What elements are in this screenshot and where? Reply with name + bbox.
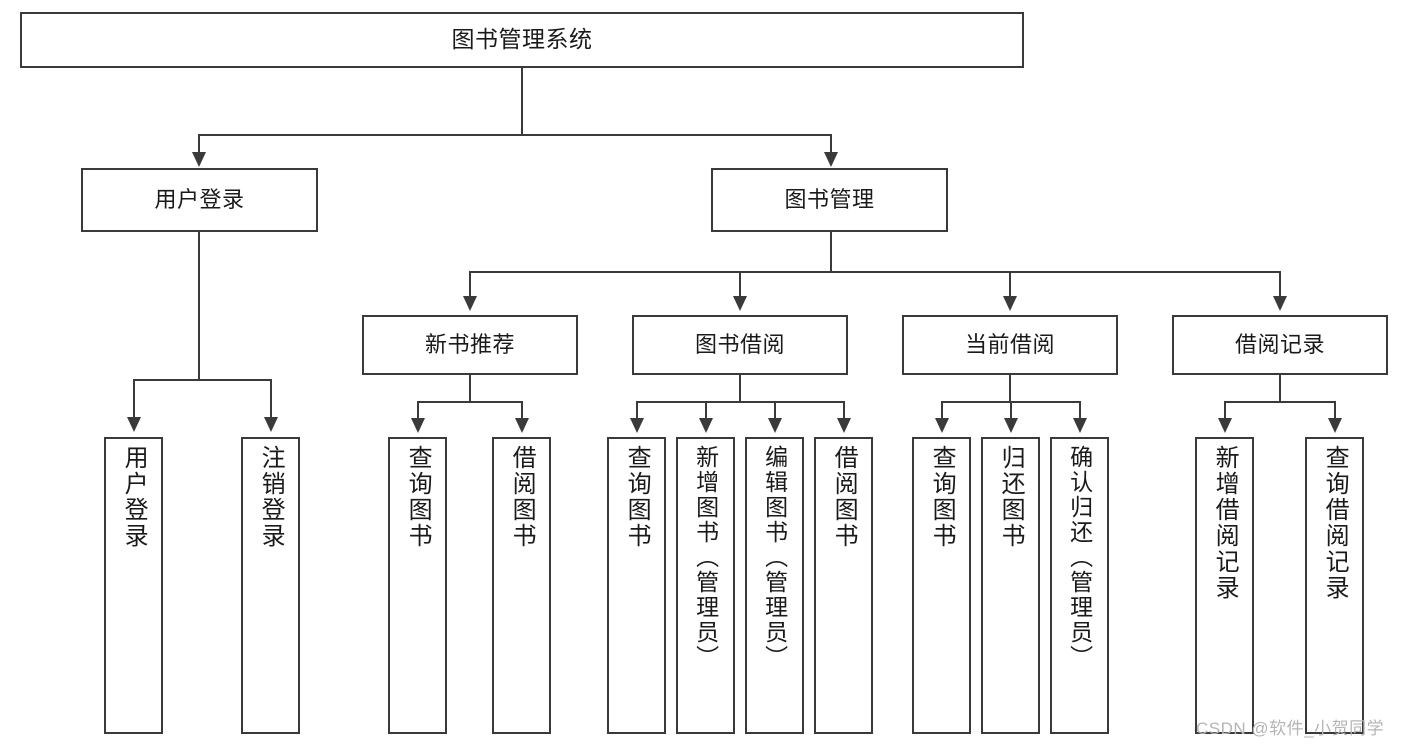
node-new-book-recommend-label: 新书推荐 xyxy=(424,332,515,358)
arrow-bb-borrow-book xyxy=(837,418,851,433)
arrow-nb-borrow-book xyxy=(515,418,529,433)
leaf-cb-confirm-return[interactable]: 确认归还（管理员） xyxy=(1050,437,1109,734)
edge-root-trunk xyxy=(521,68,523,135)
edge-currentborrow-c1 xyxy=(941,401,943,420)
node-user-login-label: 用户登录 xyxy=(154,187,245,213)
leaf-nb-borrow-book-label: 借阅图书 xyxy=(508,445,536,549)
leaf-logout-label: 注销登录 xyxy=(257,445,285,549)
edge-bookborrow-c4 xyxy=(843,401,845,420)
edge-bookmgmt-bus xyxy=(469,271,1281,273)
leaf-cb-query-book[interactable]: 查询图书 xyxy=(912,437,971,734)
leaf-cb-confirm-return-label: 确认归还（管理员） xyxy=(1066,445,1093,670)
edge-userlogin-trunk xyxy=(198,232,200,380)
edge-newbook-bus xyxy=(417,401,522,403)
edge-bookborrow-bus xyxy=(636,401,844,403)
edge-bookmgmt-c3 xyxy=(1009,271,1011,297)
edge-borrowrecord-c1 xyxy=(1224,401,1226,420)
edge-root-bus xyxy=(198,134,832,136)
leaf-br-query-record-label: 查询借阅记录 xyxy=(1321,445,1349,601)
node-book-borrow-label: 图书借阅 xyxy=(694,332,785,358)
leaf-nb-query-book[interactable]: 查询图书 xyxy=(388,437,447,734)
edge-bookborrow-c2 xyxy=(705,401,707,420)
leaf-br-add-record-label: 新增借阅记录 xyxy=(1211,445,1239,601)
edge-currentborrow-c2 xyxy=(1010,401,1012,420)
leaf-cb-return-book-label: 归还图书 xyxy=(997,445,1025,549)
leaf-cb-query-book-label: 查询图书 xyxy=(928,445,956,549)
arrow-bb-add-book xyxy=(699,418,713,433)
arrow-bb-query-book xyxy=(630,418,644,433)
node-book-management-label: 图书管理 xyxy=(784,187,875,213)
edge-bookborrow-c3 xyxy=(774,401,776,420)
node-book-borrow[interactable]: 图书借阅 xyxy=(632,315,848,375)
edge-borrowrecord-c2 xyxy=(1334,401,1336,420)
edge-currentborrow-trunk xyxy=(1009,375,1011,402)
edge-root-to-user-login xyxy=(198,134,200,154)
leaf-br-add-record[interactable]: 新增借阅记录 xyxy=(1195,437,1254,734)
leaf-bb-borrow-book-label: 借阅图书 xyxy=(830,445,858,549)
arrow-cb-confirm-return xyxy=(1073,418,1087,433)
edge-currentborrow-c3 xyxy=(1079,401,1081,420)
arrow-cb-query-book xyxy=(935,418,949,433)
edge-userlogin-bus xyxy=(133,379,270,381)
arrow-leaf-user-login xyxy=(127,417,141,432)
edge-userlogin-c2 xyxy=(270,379,272,419)
arrow-br-query-record xyxy=(1328,418,1342,433)
edge-newbook-c2 xyxy=(521,401,523,420)
leaf-bb-borrow-book[interactable]: 借阅图书 xyxy=(814,437,873,734)
node-user-login[interactable]: 用户登录 xyxy=(81,168,318,232)
arrow-borrow-record xyxy=(1273,296,1287,311)
leaf-cb-return-book[interactable]: 归还图书 xyxy=(981,437,1040,734)
arrow-br-add-record xyxy=(1218,418,1232,433)
node-borrow-record[interactable]: 借阅记录 xyxy=(1172,315,1388,375)
arrow-cb-return-book xyxy=(1004,418,1018,433)
arrow-leaf-logout xyxy=(264,417,278,432)
arrow-user-login xyxy=(192,152,206,167)
leaf-user-login[interactable]: 用户登录 xyxy=(104,437,163,734)
leaf-user-login-label: 用户登录 xyxy=(120,445,148,549)
edge-newbook-c1 xyxy=(417,401,419,420)
edge-userlogin-c1 xyxy=(133,379,135,419)
edge-bookmgmt-c2 xyxy=(739,271,741,297)
node-new-book-recommend[interactable]: 新书推荐 xyxy=(362,315,578,375)
edge-bookmgmt-trunk xyxy=(830,232,832,272)
edge-bookborrow-c1 xyxy=(636,401,638,420)
arrow-new-book-recommend xyxy=(463,296,477,311)
leaf-bb-edit-book-label: 编辑图书（管理员） xyxy=(761,445,788,670)
leaf-bb-add-book[interactable]: 新增图书（管理员） xyxy=(676,437,735,734)
edge-bookmgmt-c4 xyxy=(1279,271,1281,297)
arrow-book-mgmt xyxy=(824,152,838,167)
leaf-bb-query-book-label: 查询图书 xyxy=(623,445,651,549)
edge-bookborrow-trunk xyxy=(739,375,741,402)
leaf-bb-query-book[interactable]: 查询图书 xyxy=(607,437,666,734)
node-root-system-label: 图书管理系统 xyxy=(451,26,593,53)
node-borrow-record-label: 借阅记录 xyxy=(1234,332,1325,358)
arrow-book-borrow xyxy=(733,296,747,311)
node-current-borrow[interactable]: 当前借阅 xyxy=(902,315,1118,375)
edge-newbook-trunk xyxy=(469,375,471,402)
edge-bookmgmt-c1 xyxy=(469,271,471,297)
leaf-nb-query-book-label: 查询图书 xyxy=(404,445,432,549)
node-root-system[interactable]: 图书管理系统 xyxy=(20,12,1024,68)
node-current-borrow-label: 当前借阅 xyxy=(964,332,1055,358)
leaf-nb-borrow-book[interactable]: 借阅图书 xyxy=(492,437,551,734)
leaf-br-query-record[interactable]: 查询借阅记录 xyxy=(1305,437,1364,734)
leaf-bb-edit-book[interactable]: 编辑图书（管理员） xyxy=(745,437,804,734)
arrow-current-borrow xyxy=(1003,296,1017,311)
edge-borrowrecord-bus xyxy=(1224,401,1335,403)
edge-borrowrecord-trunk xyxy=(1279,375,1281,402)
leaf-logout[interactable]: 注销登录 xyxy=(241,437,300,734)
edge-root-to-book-mgmt xyxy=(830,134,832,154)
arrow-nb-query-book xyxy=(411,418,425,433)
leaf-bb-add-book-label: 新增图书（管理员） xyxy=(692,445,719,670)
node-book-management[interactable]: 图书管理 xyxy=(711,168,948,232)
arrow-bb-edit-book xyxy=(768,418,782,433)
